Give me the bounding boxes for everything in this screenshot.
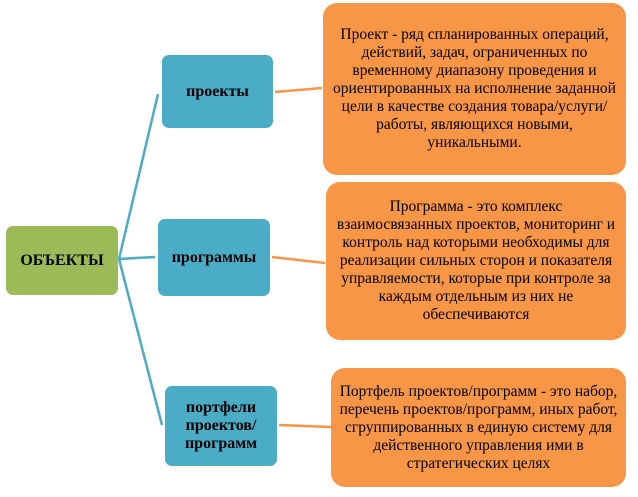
branch-node-projects: проекты [162, 55, 273, 128]
description-portfolios: Портфель проектов/программ - это набор, … [331, 368, 626, 487]
connector-root-programs [118, 255, 156, 261]
description-projects: Проект - ряд спланированных операций, де… [323, 3, 626, 175]
connector-portfolios-desc [278, 423, 332, 429]
root-node: ОБЪЕКТЫ [6, 226, 118, 295]
connector-projects-desc [274, 86, 323, 94]
branch-node-portfolios: портфели проектов/ программ [165, 386, 277, 466]
description-programs: Программа - это комплекс взаимосвязанных… [326, 182, 626, 340]
connector-root-projects [117, 93, 160, 260]
branch-node-programs: программы [158, 219, 270, 296]
connector-root-portfolios [117, 258, 164, 426]
connector-programs-desc [271, 255, 326, 265]
